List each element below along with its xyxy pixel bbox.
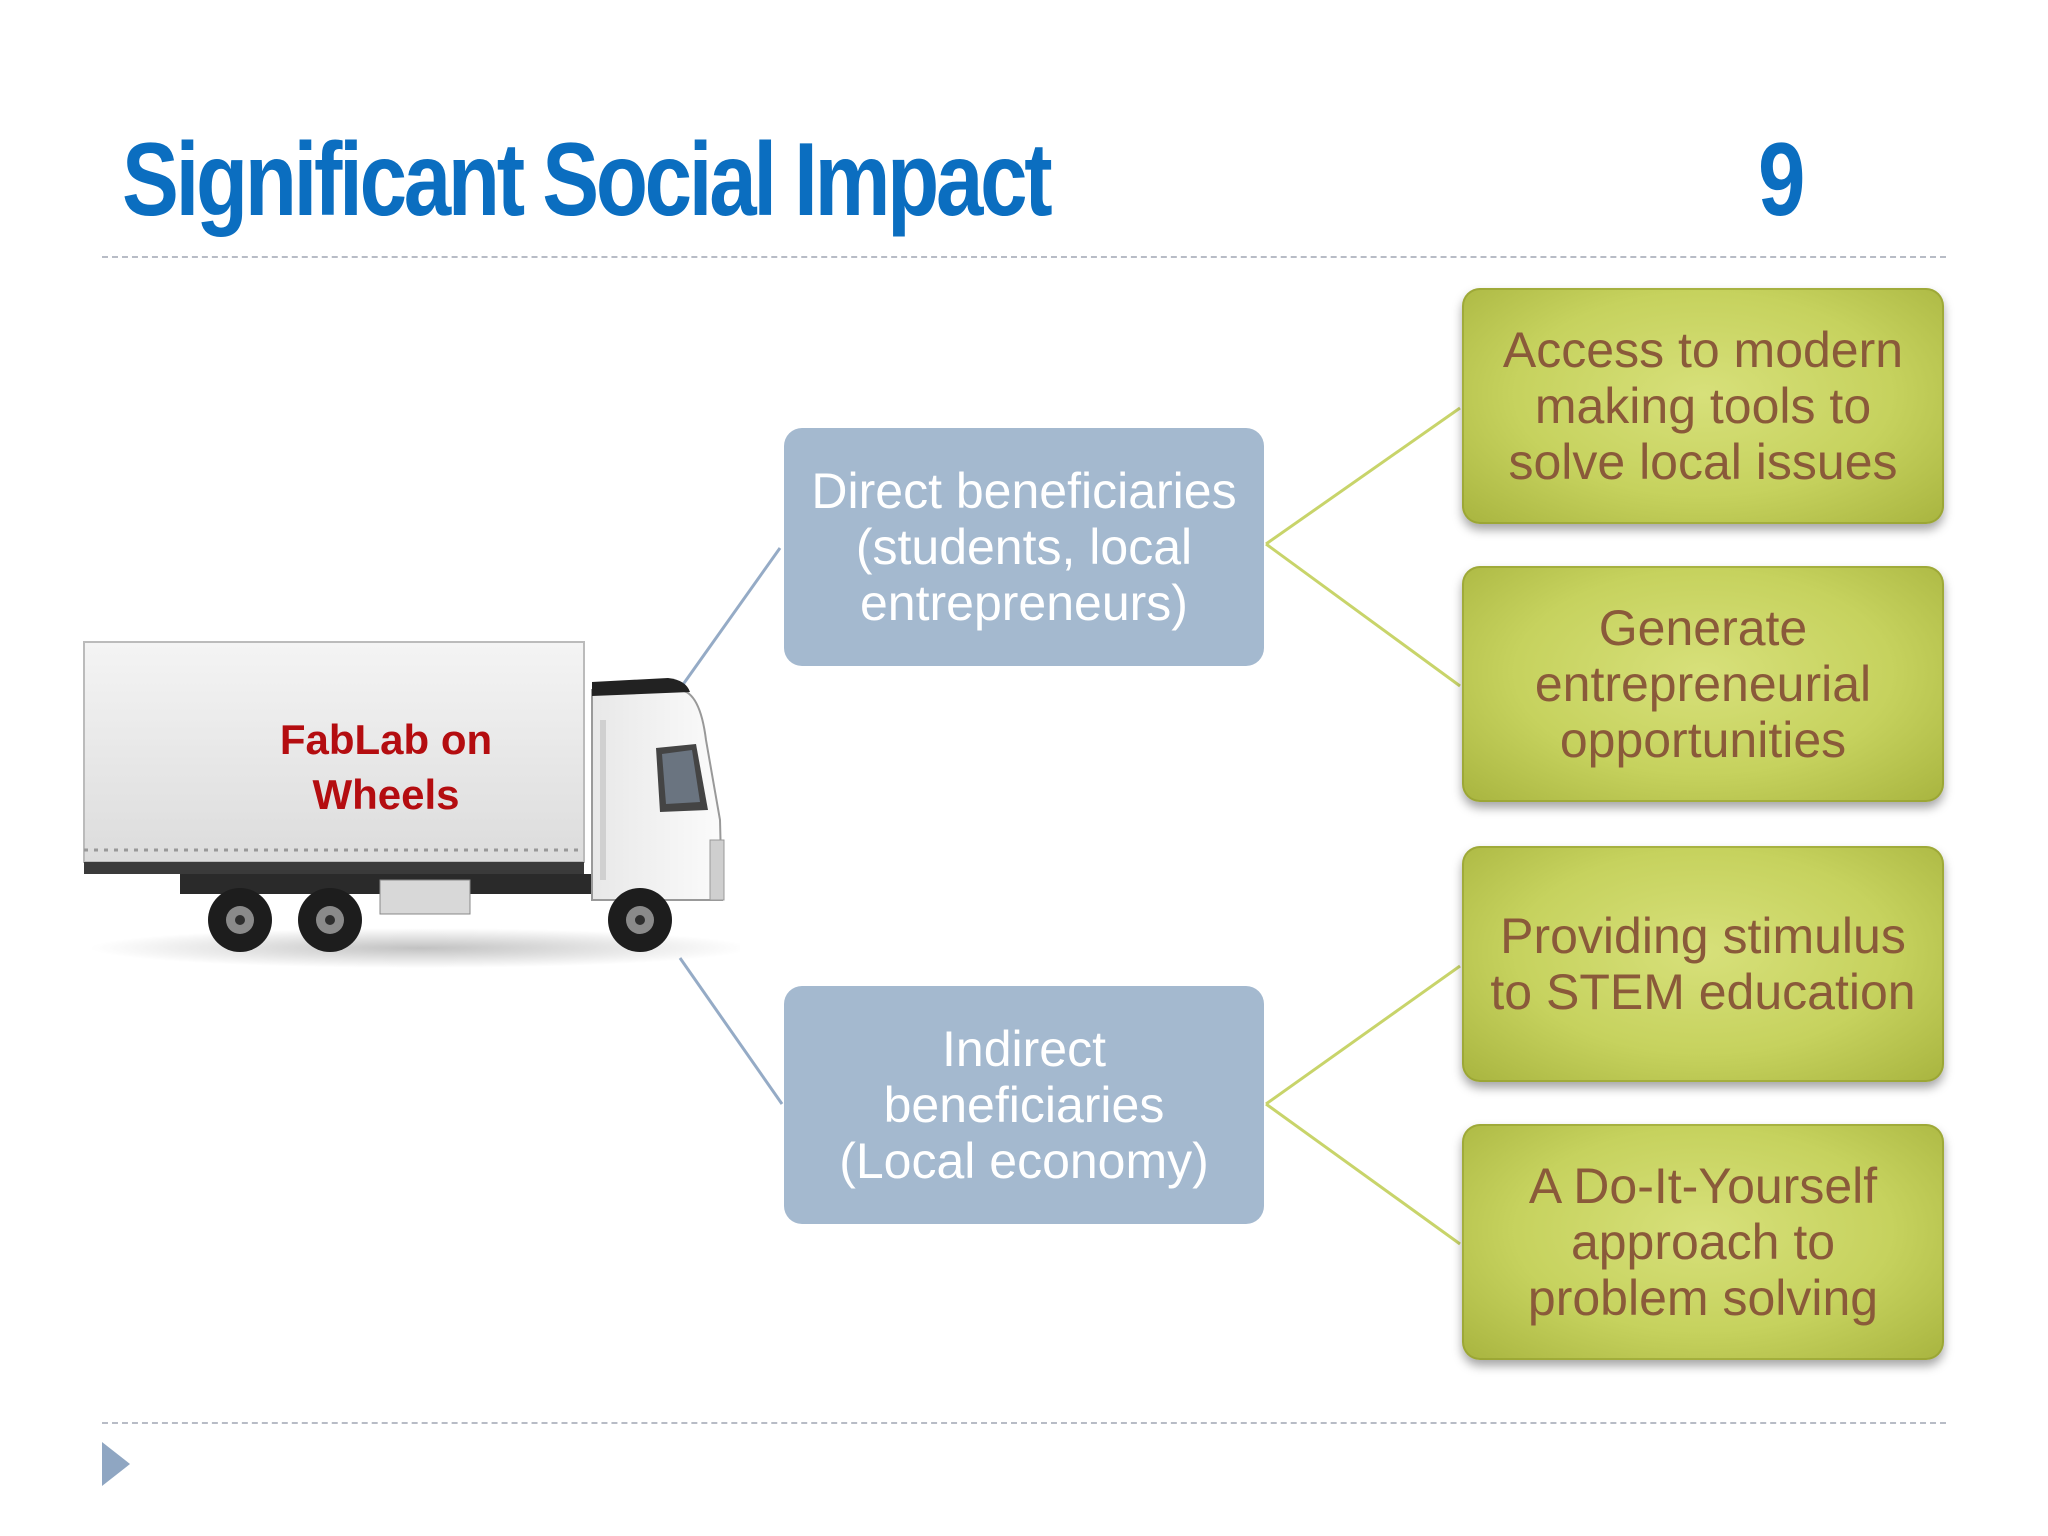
slide-title: Significant Social Impact <box>122 122 1053 238</box>
impact-box-entrepreneurial: Generate entrepreneurial opportunities <box>1462 566 1944 802</box>
impact-text: Providing stimulus to STEM education <box>1490 908 1916 1020</box>
indirect-beneficiaries-box: Indirect beneficiaries (Local economy) <box>784 986 1264 1224</box>
truck-image <box>83 641 740 968</box>
connector-truck-direct <box>670 547 782 701</box>
direct-beneficiaries-text: Direct beneficiaries (students, local en… <box>811 463 1237 631</box>
impact-text: A Do-It-Yourself approach to problem sol… <box>1527 1158 1879 1326</box>
truck-label: FabLab on Wheels <box>279 716 493 818</box>
impact-box-diy: A Do-It-Yourself approach to problem sol… <box>1462 1124 1944 1360</box>
page-number: 9 <box>1758 122 1806 238</box>
bottom-divider <box>102 1422 1946 1424</box>
direct-beneficiaries-box: Direct beneficiaries (students, local en… <box>784 428 1264 666</box>
top-divider <box>102 256 1946 258</box>
impact-box-stem: Providing stimulus to STEM education <box>1462 846 1944 1082</box>
impact-text: Generate entrepreneurial opportunities <box>1534 600 1872 768</box>
connector-direct-leaf2 <box>1265 542 1461 688</box>
connector-indirect-leaf3 <box>1265 964 1461 1106</box>
impact-text: Access to modern making tools to solve l… <box>1502 322 1904 490</box>
connector-truck-indirect <box>678 957 784 1105</box>
connector-indirect-leaf4 <box>1265 1102 1461 1246</box>
connector-direct-leaf1 <box>1265 406 1461 546</box>
next-slide-arrow-icon[interactable] <box>102 1442 130 1486</box>
indirect-beneficiaries-text: Indirect beneficiaries (Local economy) <box>839 1021 1209 1189</box>
impact-box-modern-tools: Access to modern making tools to solve l… <box>1462 288 1944 524</box>
